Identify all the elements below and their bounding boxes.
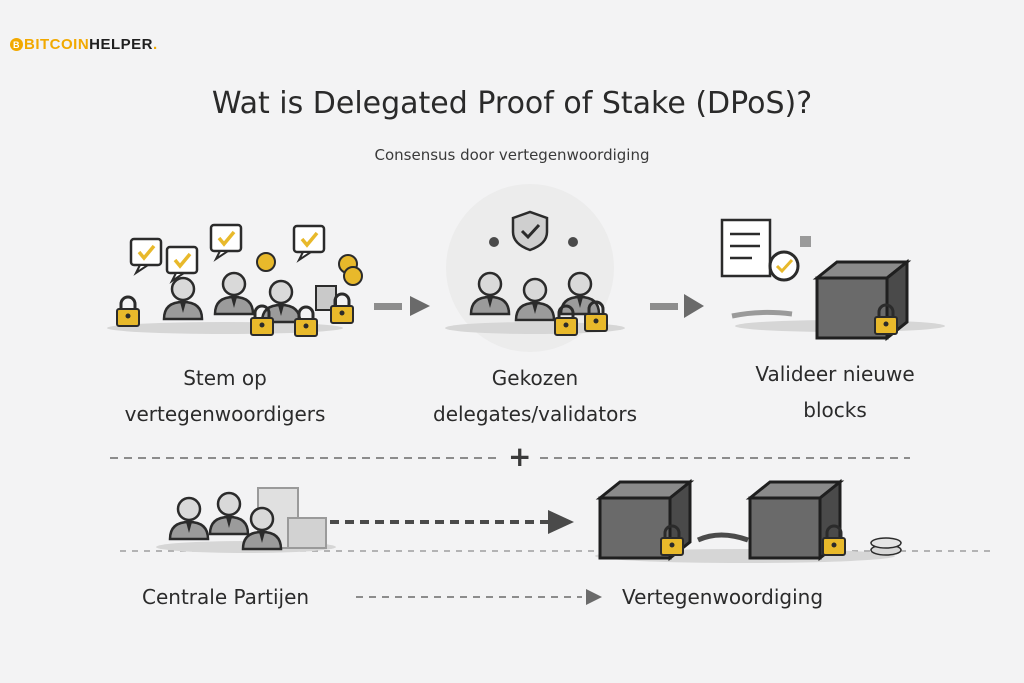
validate-block-icon: [720, 218, 945, 340]
step-3-line2: blocks: [803, 398, 867, 422]
chain-blocks-icon: [595, 480, 902, 563]
central-parties-label: Centrale Partijen: [142, 585, 310, 609]
step-3-line1: Valideer nieuwe: [755, 362, 915, 386]
brand-name: BITCOIN: [24, 36, 90, 53]
voters-icon: [107, 223, 363, 338]
central-parties-icon: [156, 487, 336, 553]
step-1-line1: Stem op: [183, 366, 267, 390]
step-1-label: Stem op vertegenwoordigers: [110, 360, 340, 432]
brand-suffix: HELPER: [89, 36, 154, 53]
page-subtitle: Consensus door vertegenwoordiging: [374, 146, 650, 164]
step-3-label: Valideer nieuwe blocks: [720, 356, 950, 428]
dotted-arrow-icon: [330, 510, 574, 534]
step-2-line1: Gekozen: [491, 366, 579, 390]
delegates-icon: [445, 184, 625, 352]
arrow-right-icon: [374, 296, 430, 316]
plus-separator: +: [508, 440, 532, 473]
step-2-line2: delegates/validators: [433, 402, 637, 426]
step-1-line2: vertegenwoordigers: [124, 402, 326, 426]
arrow-right-icon: [650, 294, 704, 318]
brand-logo[interactable]: B BITCOIN HELPER .: [10, 36, 158, 53]
representation-label: Vertegenwoordiging: [622, 585, 824, 609]
bitcoin-coin-icon: B: [10, 38, 23, 51]
label-arrow-icon: [356, 589, 602, 605]
step-2-label: Gekozen delegates/validators: [420, 360, 650, 432]
brand-dot: .: [153, 36, 158, 53]
page-title: Wat is Delegated Proof of Stake (DPoS)?: [211, 86, 813, 121]
